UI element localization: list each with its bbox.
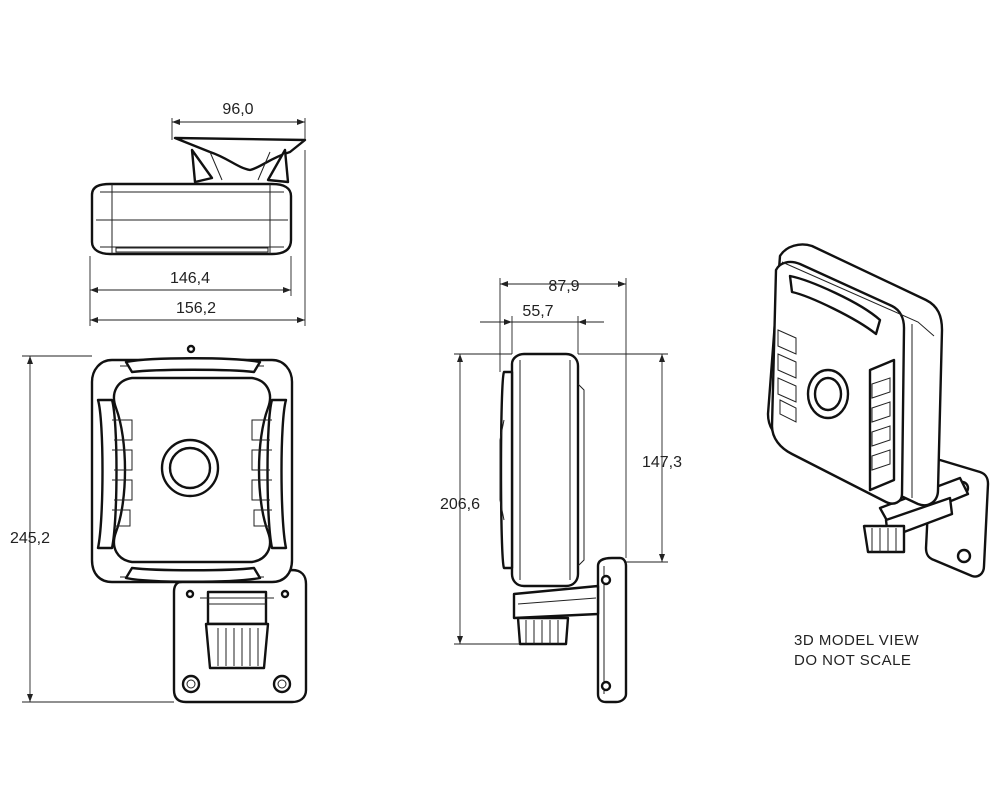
disclaimer-note: 3D MODEL VIEW DO NOT SCALE: [794, 632, 919, 669]
note-line-1: 3D MODEL VIEW: [794, 632, 919, 649]
dim-label-side-overall-height: 206,6: [440, 496, 480, 513]
dim-side-depth: 87,9: [499, 278, 627, 558]
dim-front-height: 245,2: [10, 355, 174, 703]
dim-top-body: 146,4: [89, 256, 292, 296]
dim-label-top-bracket: 96,0: [222, 101, 253, 118]
front-view: [90, 344, 308, 704]
dim-label-front-height: 245,2: [10, 530, 50, 547]
isometric-view: [766, 243, 990, 578]
dim-top-overall: 156,2: [89, 150, 306, 326]
dim-top-bracket: 96,0: [171, 101, 306, 140]
dim-side-body-depth: 55,7: [480, 303, 604, 354]
note-line-2: DO NOT SCALE: [794, 652, 911, 669]
dim-label-side-body-depth: 55,7: [522, 303, 553, 320]
dim-side-body-height: 147,3: [578, 353, 682, 563]
top-view: [90, 136, 307, 256]
dim-side-overall-height: 206,6: [440, 353, 520, 645]
dim-label-side-depth: 87,9: [548, 278, 579, 295]
dim-label-side-body-height: 147,3: [642, 454, 682, 471]
dim-label-top-body: 146,4: [170, 270, 210, 287]
side-view: [499, 352, 628, 704]
dim-label-top-overall: 156,2: [176, 300, 216, 317]
